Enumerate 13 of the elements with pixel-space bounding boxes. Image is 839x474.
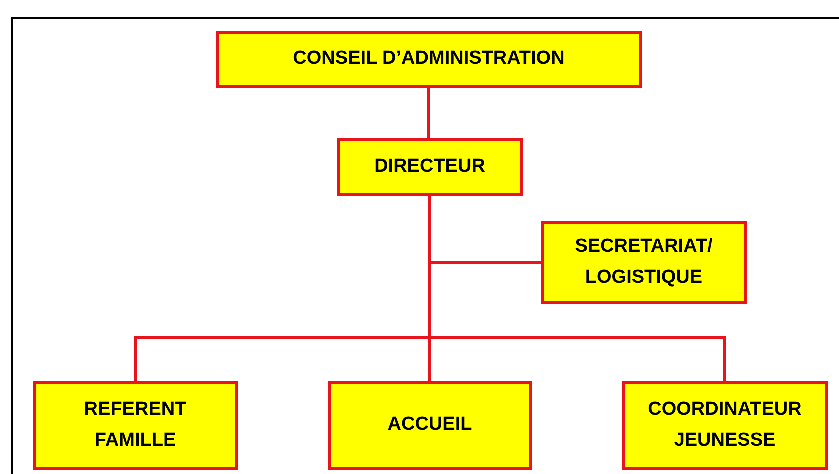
box-label: DIRECTEUR <box>374 154 486 179</box>
org-box <box>216 31 642 88</box>
org-box <box>541 221 747 304</box>
box-label: SECRETARIAT/ LOGISTIQUE <box>574 235 714 290</box>
box-label: COORDINATEUR JEUNESSE <box>647 398 803 452</box>
connector-line <box>428 88 430 138</box>
box-label: REFERENT FAMILLE <box>83 398 188 452</box>
org-box <box>622 381 828 470</box>
org-box <box>337 138 523 196</box>
org-box <box>328 381 532 470</box>
box-label: ACCUEIL <box>388 413 472 438</box>
org-box <box>33 381 238 470</box>
box-label: CONSEIL D’ADMINISTRATION <box>293 47 565 72</box>
